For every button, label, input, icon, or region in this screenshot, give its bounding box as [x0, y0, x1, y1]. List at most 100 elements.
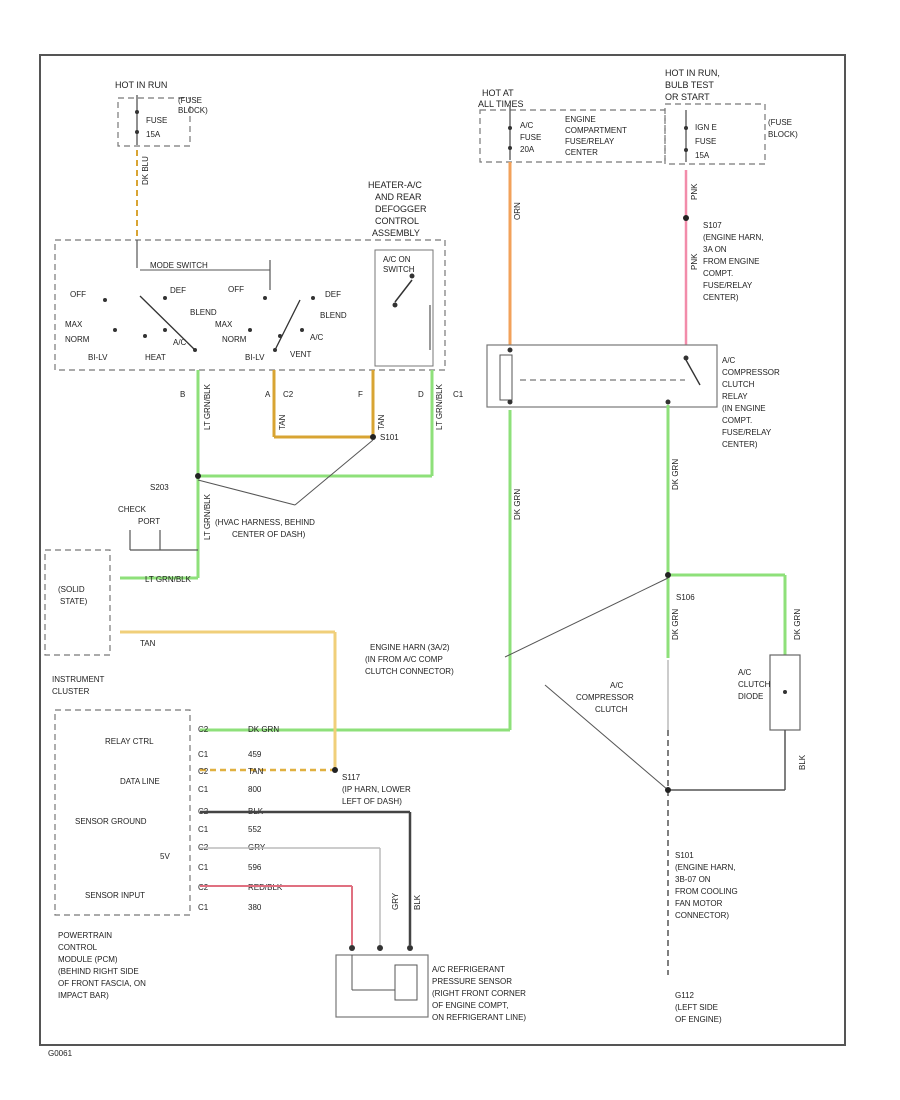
- top-left-source: HOT IN RUN: [115, 80, 167, 90]
- hot-at-all-times-1: HOT AT: [482, 88, 514, 98]
- wire-pnk-2: PNK: [690, 253, 699, 270]
- solid-state-1: (SOLID: [58, 585, 85, 594]
- solid-state-2: STATE): [60, 597, 88, 606]
- ign-e-fuse-1: IGN E: [695, 123, 717, 132]
- s101-bottom-and-ground: S101 (ENGINE HARN, 3B-07 ON FROM COOLING…: [675, 851, 738, 1024]
- check-port-2: PORT: [138, 517, 160, 526]
- svg-text:552: 552: [248, 825, 262, 834]
- heater-ac-control-assembly: HEATER-A/C AND REAR DEFOGGER CONTROL ASS…: [54, 180, 464, 399]
- wire-gry-sensor: GRY: [391, 892, 400, 910]
- svg-text:C1: C1: [198, 750, 209, 759]
- s117-label: S117: [342, 773, 361, 782]
- efc-label-2: COMPARTMENT: [565, 126, 627, 135]
- terminal-d: D: [418, 390, 424, 399]
- s117-note-2: LEFT OF DASH): [342, 797, 402, 806]
- wire-orn: ORN: [513, 202, 522, 220]
- terminal-c1: C1: [453, 390, 464, 399]
- ac-on-switch-label-1: A/C ON: [383, 255, 411, 264]
- svg-text:(IN ENGINE: (IN ENGINE: [722, 404, 766, 413]
- svg-text:C2: C2: [198, 883, 209, 892]
- svg-text:(BEHIND RIGHT SIDE: (BEHIND RIGHT SIDE: [58, 967, 139, 976]
- svg-text:COMPRESSOR: COMPRESSOR: [722, 368, 780, 377]
- heater-title-3: DEFOGGER: [375, 204, 427, 214]
- right-mode-norm: NORM: [222, 335, 247, 344]
- svg-text:TAN: TAN: [248, 767, 264, 776]
- wire-tan-1: TAN: [278, 414, 287, 430]
- svg-text:RELAY: RELAY: [722, 392, 748, 401]
- svg-text:C1: C1: [198, 785, 209, 794]
- left-mode-bilv: BI-LV: [88, 353, 108, 362]
- svg-text:3B-07 ON: 3B-07 ON: [675, 875, 711, 884]
- svg-text:CONNECTOR): CONNECTOR): [675, 911, 729, 920]
- svg-text:C1: C1: [198, 825, 209, 834]
- pcm-pin-relay-ctrl: RELAY CTRL: [105, 737, 154, 746]
- ign-e-fuse: HOT IN RUN, BULB TEST OR START IGN E FUS…: [664, 68, 798, 345]
- efc-label-4: CENTER: [565, 148, 598, 157]
- heater-title-4: CONTROL: [375, 216, 419, 226]
- svg-text:DK GRN: DK GRN: [248, 725, 279, 734]
- svg-text:COMPT.: COMPT.: [703, 269, 733, 278]
- svg-text:596: 596: [248, 863, 262, 872]
- ign-e-fuse-2: FUSE: [695, 137, 716, 146]
- svg-text:800: 800: [248, 785, 262, 794]
- pcm-connector: RELAY CTRL C2 C1 DK GRN 459 DATA LINE C2…: [54, 709, 422, 945]
- svg-text:C1: C1: [198, 863, 209, 872]
- fuse-block-note-2: BLOCK): [178, 106, 208, 115]
- svg-text:FUSE/RELAY: FUSE/RELAY: [703, 281, 753, 290]
- svg-text:FROM ENGINE: FROM ENGINE: [703, 257, 759, 266]
- terminal-b: B: [180, 390, 185, 399]
- pcm-pin-sensor-input: SENSOR INPUT: [85, 891, 145, 900]
- svg-text:DIODE: DIODE: [738, 692, 763, 701]
- wire-tan-small: LT GRN/BLK: [145, 575, 192, 584]
- wire-blk-diode: BLK: [798, 754, 807, 770]
- wire-lt-grn-3: LT GRN/BLK: [203, 493, 212, 540]
- svg-text:ON REFRIGERANT LINE): ON REFRIGERANT LINE): [432, 1013, 526, 1022]
- svg-text:ENGINE HARN (3A/2): ENGINE HARN (3A/2): [370, 643, 450, 652]
- svg-text:CONTROL: CONTROL: [58, 943, 98, 952]
- svg-text:3A ON: 3A ON: [703, 245, 727, 254]
- diagram-frame: [39, 54, 846, 1046]
- s117-note-1: (IP HARN, LOWER: [342, 785, 411, 794]
- svg-text:CLUTCH: CLUTCH: [738, 680, 771, 689]
- fuse-block-note-1: (FUSE: [178, 96, 202, 105]
- right-mode-ac: A/C: [310, 333, 324, 342]
- tan-wires: TAN TAN: [120, 370, 386, 772]
- svg-text:CLUTCH CONNECTOR): CLUTCH CONNECTOR): [365, 667, 454, 676]
- svg-text:S101: S101: [675, 851, 694, 860]
- left-mode-ac: A/C: [173, 338, 187, 347]
- compressor-clutch-group: A/C COMPRESSOR CLUTCH A/C CLUTCH DIODE B…: [544, 654, 807, 975]
- wire-dk-grn-1: DK GRN: [513, 489, 522, 520]
- wire-pnk-1: PNK: [690, 183, 699, 200]
- right-fuse-block-1: (FUSE: [768, 118, 792, 127]
- svg-text:C1: C1: [198, 903, 209, 912]
- s203-label: S203: [150, 483, 169, 492]
- heater-title-1: HEATER-A/C: [368, 180, 422, 190]
- svg-text:(RIGHT FRONT CORNER: (RIGHT FRONT CORNER: [432, 989, 526, 998]
- svg-text:PRESSURE SENSOR: PRESSURE SENSOR: [432, 977, 512, 986]
- svg-text:(ENGINE HARN,: (ENGINE HARN,: [703, 233, 763, 242]
- right-mode-off: OFF: [228, 285, 244, 294]
- terminal-a: A: [265, 390, 271, 399]
- left-mode-norm: NORM: [65, 335, 90, 344]
- svg-text:A/C REFRIGERANT: A/C REFRIGERANT: [432, 965, 505, 974]
- ac-fuse-label-1: A/C: [520, 121, 534, 130]
- figure-id: G0061: [48, 1049, 73, 1058]
- wire-dk-grn-3: DK GRN: [671, 609, 680, 640]
- wire-tan-2: TAN: [377, 414, 386, 430]
- heater-title-5: ASSEMBLY: [372, 228, 420, 238]
- svg-text:COMPT.: COMPT.: [722, 416, 752, 425]
- svg-text:CENTER): CENTER): [703, 293, 739, 302]
- top-right-source-1: HOT IN RUN,: [665, 68, 720, 78]
- wire-dk-grn-4: DK GRN: [793, 609, 802, 640]
- svg-text:OF ENGINE COMPT,: OF ENGINE COMPT,: [432, 1001, 508, 1010]
- instrument-cluster-1: INSTRUMENT: [52, 675, 105, 684]
- svg-text:OF ENGINE): OF ENGINE): [675, 1015, 722, 1024]
- s106-label: S106: [676, 593, 695, 602]
- hot-at-all-times-2: ALL TIMES: [478, 99, 524, 109]
- top-right-source-2: BULB TEST: [665, 80, 714, 90]
- svg-text:FUSE/RELAY: FUSE/RELAY: [722, 428, 772, 437]
- terminal-c2: C2: [283, 390, 294, 399]
- svg-text:POWERTRAIN: POWERTRAIN: [58, 931, 112, 940]
- ign-e-fuse-3: 15A: [695, 151, 710, 160]
- svg-text:CLUTCH: CLUTCH: [595, 705, 628, 714]
